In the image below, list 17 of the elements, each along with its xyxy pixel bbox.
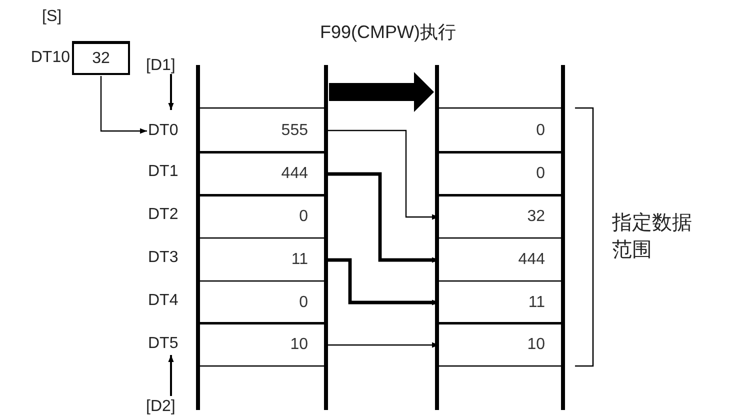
arrow — [100, 76, 147, 134]
register-name: DT0 — [148, 120, 188, 142]
register-name: DT3 — [148, 249, 178, 267]
block-arrow — [329, 72, 434, 112]
operand-label: [S] — [42, 8, 62, 26]
register-name: DT1 — [148, 163, 178, 181]
register-name: DT2 — [148, 206, 178, 224]
register-table — [196, 65, 328, 410]
operand-label: [D2] — [146, 398, 176, 416]
operand-label: [D1] — [146, 57, 176, 75]
register-table — [435, 65, 565, 410]
register-name: DT4 — [148, 292, 178, 310]
edge-label: F99(CMPW)执行 — [320, 21, 456, 44]
register-name: DT10 — [30, 49, 70, 67]
source-register-box: 32 — [72, 41, 130, 75]
register-name: DT5 — [148, 335, 178, 353]
range-label: 指定数据范围 — [612, 211, 693, 263]
